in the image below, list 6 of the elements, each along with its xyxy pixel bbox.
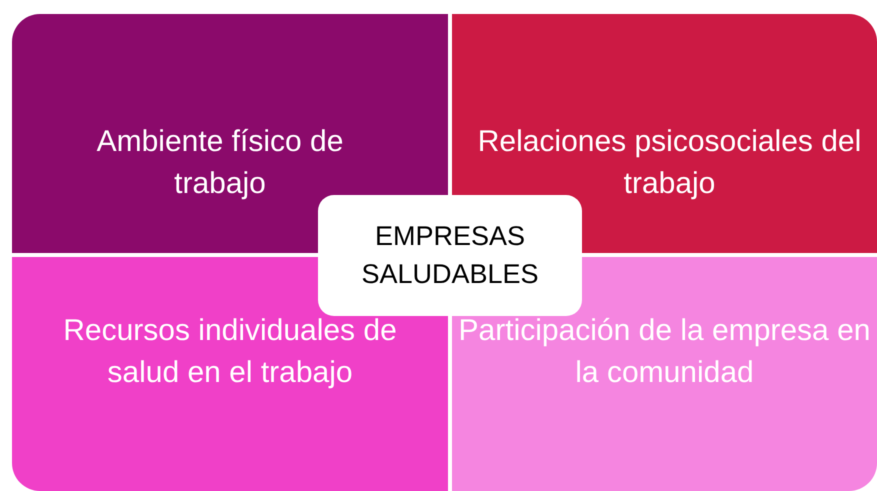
center-box	[318, 195, 582, 316]
node-label: EMPRESAS SALUDABLES	[360, 220, 540, 290]
node-label: Ambiente físico de trabajo	[96, 124, 344, 202]
node-label: Participación de la empresa en la comunidad	[458, 313, 871, 391]
node-label: Recursos individuales de salud en el trabajo	[62, 313, 398, 391]
node-label: Relaciones psicosociales del trabajo	[476, 124, 862, 202]
